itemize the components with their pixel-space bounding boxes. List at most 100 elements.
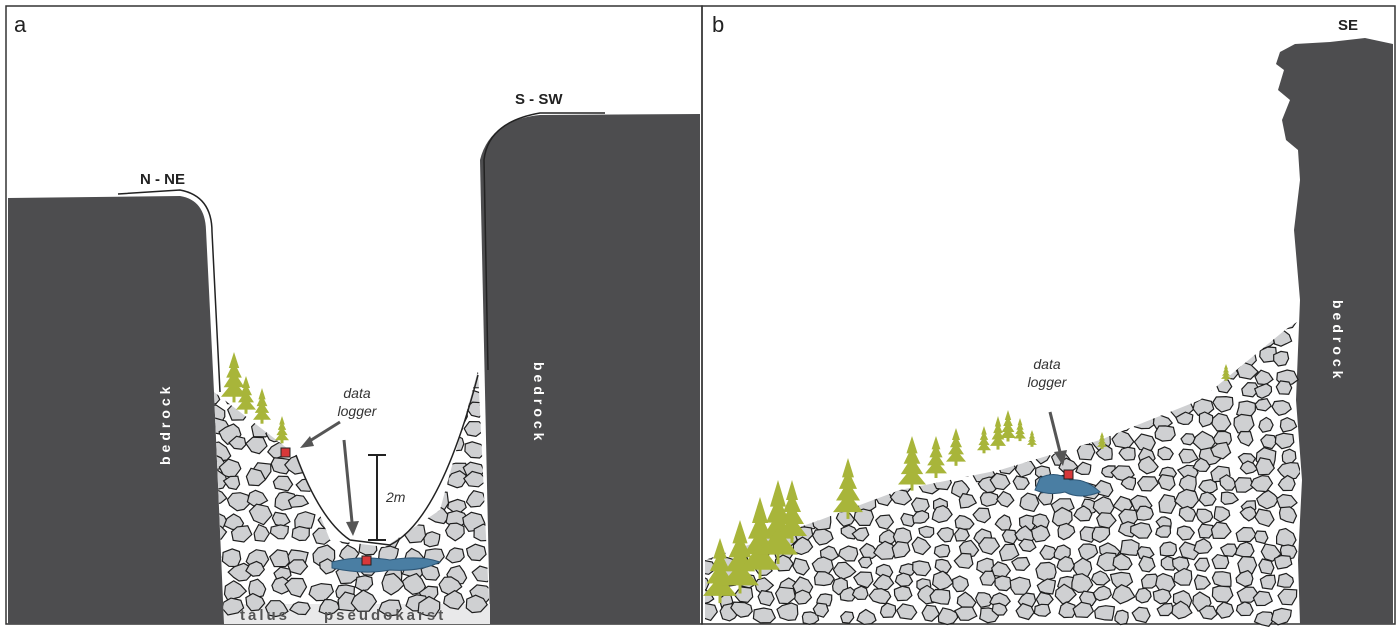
- boulder: [752, 427, 779, 446]
- boulder: [396, 510, 419, 530]
- boulder: [1113, 394, 1133, 414]
- boulder: [222, 475, 241, 491]
- boulder: [1270, 607, 1292, 626]
- boulder: [1158, 396, 1176, 412]
- boulder: [418, 384, 439, 402]
- boulder: [857, 448, 877, 463]
- boulder: [1012, 475, 1030, 490]
- boulder: [1075, 461, 1092, 476]
- boulder: [290, 417, 310, 435]
- boulder: [954, 514, 975, 530]
- boulder: [919, 359, 940, 379]
- boulder: [813, 570, 835, 587]
- boulder: [1219, 543, 1239, 558]
- boulder: [378, 423, 398, 443]
- boulder: [891, 363, 909, 379]
- boulder: [245, 592, 266, 612]
- boulder: [1171, 384, 1193, 400]
- boulder: [931, 570, 954, 591]
- surface-outline-right: [483, 112, 605, 371]
- boulder: [1278, 320, 1298, 330]
- boulder: [1156, 602, 1175, 617]
- boulder: [1178, 505, 1197, 522]
- boulder: [896, 603, 918, 621]
- trees-a: [221, 352, 289, 444]
- boulder: [1154, 425, 1176, 442]
- boulder: [1254, 398, 1272, 412]
- boulder: [382, 393, 400, 408]
- boulder: [421, 370, 450, 371]
- tree: [898, 436, 926, 491]
- boulder: [1054, 583, 1077, 605]
- boulder: [732, 430, 755, 448]
- boulder: [1235, 569, 1254, 588]
- boulder: [423, 531, 441, 548]
- boulder: [735, 363, 756, 378]
- boulder: [854, 476, 871, 494]
- boulder: [772, 321, 792, 336]
- boulder: [1133, 433, 1156, 451]
- boulder: [914, 352, 940, 373]
- boulder: [1192, 457, 1211, 473]
- boulder: [851, 359, 874, 379]
- boulder: [877, 434, 895, 449]
- boulder: [840, 610, 855, 624]
- boulder: [752, 607, 777, 624]
- boulder: [1197, 320, 1220, 334]
- boulder: [776, 349, 798, 369]
- boulder: [715, 320, 734, 323]
- boulder: [1153, 351, 1171, 367]
- boulder: [836, 397, 861, 415]
- boulder: [793, 481, 812, 496]
- boulder: [1171, 600, 1193, 620]
- boulder: [1099, 376, 1122, 396]
- boulder: [912, 560, 932, 577]
- tree: [833, 458, 863, 519]
- boulder: [837, 434, 858, 452]
- arrow-to-logger-b: [1048, 411, 1062, 453]
- boulder: [1059, 426, 1077, 442]
- boulder: [1152, 320, 1174, 323]
- boulder: [1237, 555, 1258, 575]
- boulder: [793, 431, 812, 445]
- boulder: [445, 547, 465, 564]
- boulder: [1178, 448, 1199, 464]
- boulder: [403, 435, 425, 454]
- boulder: [897, 417, 919, 435]
- boulder: [1158, 494, 1177, 514]
- boulder: [813, 330, 834, 351]
- boulder: [311, 386, 331, 403]
- boulder: [851, 527, 870, 542]
- boulder: [443, 589, 465, 610]
- boulder: [796, 320, 817, 321]
- tree: [1221, 364, 1231, 381]
- boulder: [354, 575, 374, 592]
- boulder: [993, 320, 1013, 322]
- boulder: [705, 541, 718, 560]
- tree: [275, 416, 289, 444]
- water-pool-a: [331, 557, 442, 573]
- boulder: [1178, 323, 1200, 341]
- boulder: [1219, 474, 1237, 491]
- boulder: [362, 521, 386, 542]
- boulder: [1193, 538, 1213, 555]
- boulder: [797, 493, 817, 512]
- boulder: [757, 365, 777, 381]
- boulder: [1274, 432, 1295, 450]
- boulder: [851, 585, 869, 601]
- boulder: [951, 332, 972, 349]
- boulder: [1175, 411, 1194, 426]
- boulder: [1096, 345, 1120, 364]
- scale-label: 2m: [385, 489, 406, 505]
- boulder: [913, 320, 936, 331]
- boulder: [1272, 329, 1293, 347]
- boulder: [718, 428, 737, 446]
- boulder: [270, 457, 292, 475]
- boulder: [977, 323, 995, 340]
- boulder: [731, 337, 751, 353]
- boulder: [1273, 554, 1293, 570]
- boulder: [902, 380, 918, 397]
- boulder: [716, 349, 739, 366]
- boulder: [382, 459, 408, 479]
- boulder: [859, 542, 880, 560]
